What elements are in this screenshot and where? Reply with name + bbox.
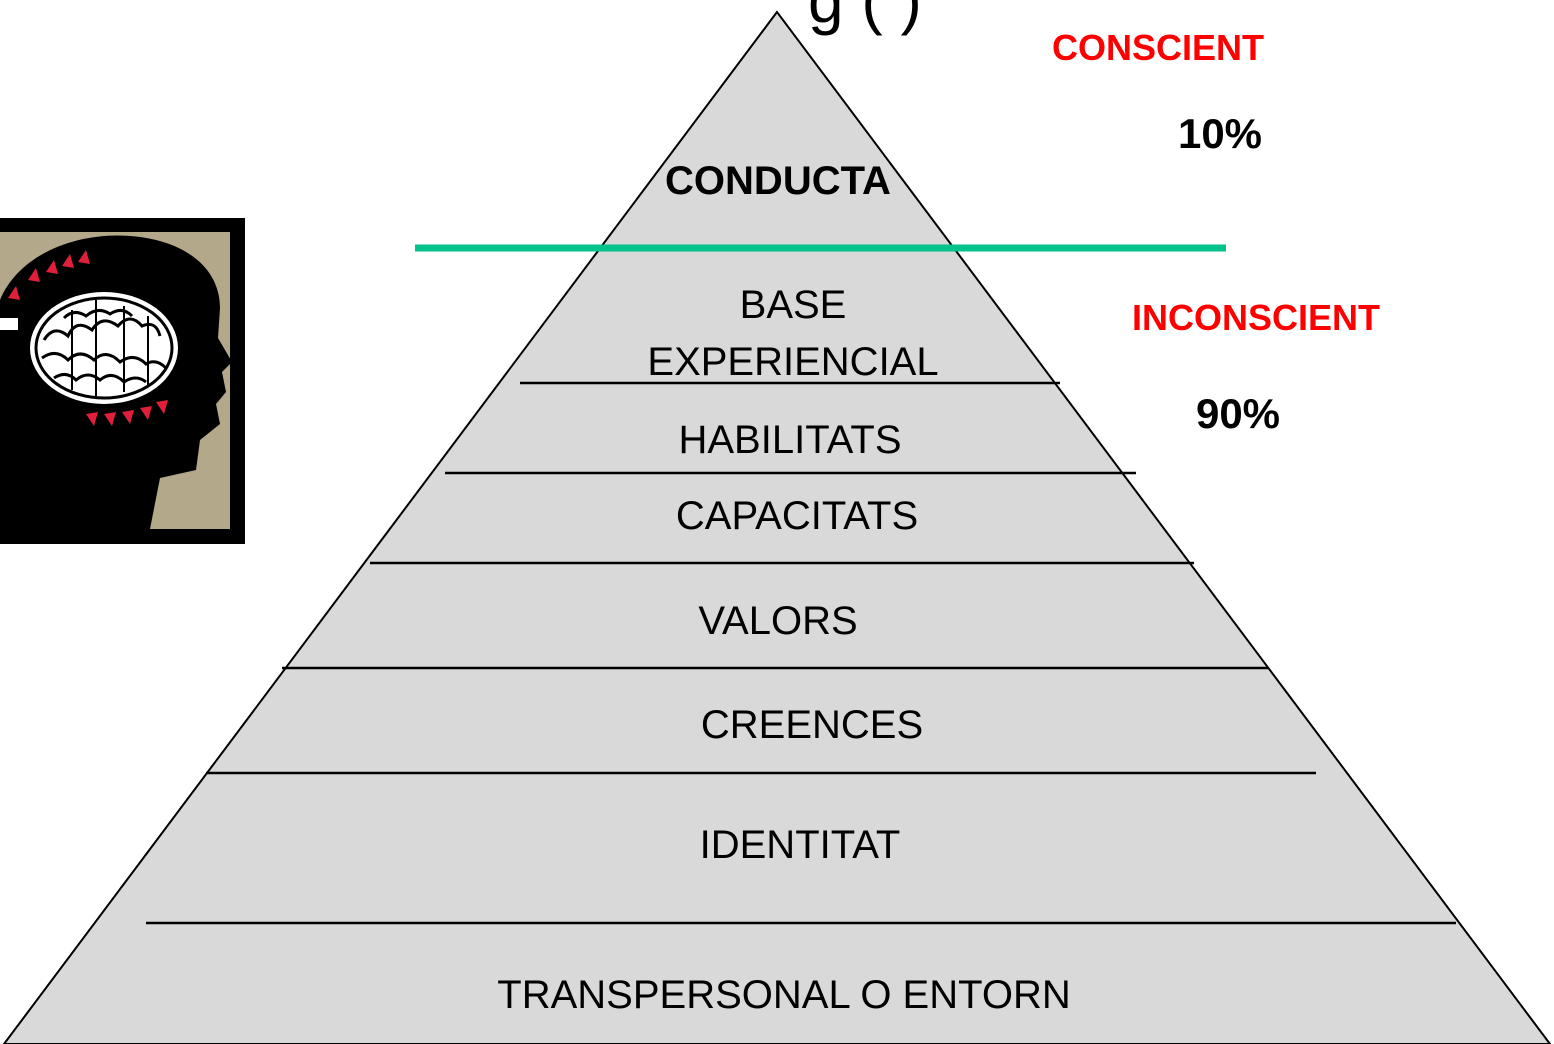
level-label-transpersonal: TRANSPERSONAL O ENTORN [497, 973, 1070, 1017]
pyramid-shape [2, 10, 1552, 1044]
level-label-identitat: IDENTITAT [700, 823, 901, 867]
level-label-experiencial: EXPERIENCIAL [647, 340, 938, 384]
level-label-capacitats: CAPACITATS [676, 494, 918, 538]
conscious-label: CONSCIENT [1052, 27, 1264, 68]
level-label-conducta: CONDUCTA [665, 159, 891, 203]
level-label-base: BASE [740, 283, 847, 327]
unconscious-percent: 90% [1196, 390, 1280, 437]
level-label-valors: VALORS [698, 599, 857, 643]
conscious-percent: 10% [1178, 110, 1262, 157]
title-fragment: g ( ) [808, 0, 922, 36]
level-label-creences: CREENCES [701, 703, 923, 747]
head-with-brain-icon [0, 218, 245, 544]
level-label-habilitats: HABILITATS [678, 418, 901, 462]
unconscious-label: INCONSCIENT [1132, 297, 1380, 338]
